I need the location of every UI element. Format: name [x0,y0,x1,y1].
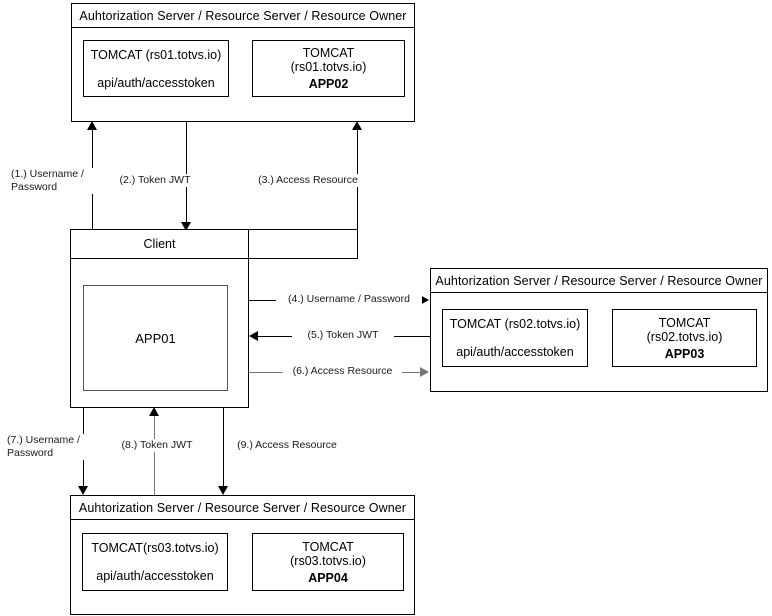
client-app-label: APP01 [135,330,176,346]
node-tomcat-rs02-auth: TOMCAT (rs02.totvs.io) api/auth/accessto… [442,309,588,367]
client-app01-box: APP01 [83,285,228,391]
panel-right-title: Auhtorization Server / Resource Server /… [431,269,767,293]
flow-8-arrowhead [149,407,159,416]
client-header: Client [70,229,249,259]
node-line2: APP03 [664,346,705,361]
node-line1: TOMCAT [302,46,355,60]
node-line1b: (rs03.totvs.io) [290,553,366,568]
flow-6-label: (6.) Access Resource [283,365,402,378]
node-line1b: (rs01.totvs.io) [290,60,367,74]
node-line1: TOMCAT (rs01.totvs.io) [90,47,222,62]
flow-9-arrowhead [218,486,228,495]
node-tomcat-rs02-app03: TOMCAT (rs02.totvs.io) APP03 [612,309,757,367]
node-line1: TOMCAT (rs02.totvs.io) [449,317,581,331]
flow-9-label: (9.) Access Resource [228,439,346,452]
node-line2: APP02 [308,77,349,91]
node-tomcat-rs01-app02: TOMCAT (rs01.totvs.io) APP02 [252,40,405,97]
flow-6-arrowhead [420,367,429,377]
node-line1: TOMCAT [302,539,354,554]
node-tomcat-rs03-app04: TOMCAT (rs03.totvs.io) APP04 [252,533,404,591]
node-tomcat-rs01-auth: TOMCAT (rs01.totvs.io) api/auth/accessto… [83,40,229,97]
node-tomcat-rs03-auth: TOMCAT(rs03.totvs.io) api/auth/accesstok… [82,533,228,591]
client-header-extension [248,229,358,259]
flow-1-arrowhead [87,121,97,130]
flow-2-arrowhead [181,222,191,231]
panel-right-authorization-server: Auhtorization Server / Resource Server /… [430,268,768,392]
flow-4-label: (4.) Username / Password [276,293,422,306]
node-line1b: (rs02.totvs.io) [646,329,723,344]
panel-bottom-authorization-server: Auhtorization Server / Resource Server /… [70,495,415,615]
node-line2: APP04 [308,570,348,585]
flow-1-label: (1.) Username / Password [8,168,94,194]
flow-8-label: (8.) Token JWT [106,439,208,452]
flow-5-label: (5.) Token JWT [292,329,394,342]
flow-4-arrowhead [420,295,429,305]
flow-3-label: (3.) Access Resource [249,174,367,187]
flow-7-arrowhead [78,486,88,495]
flow-3-arrowhead [352,121,362,130]
node-line1: TOMCAT [658,315,711,330]
node-line1: TOMCAT(rs03.totvs.io) [91,541,219,555]
flow-8-line [154,414,155,496]
flow-9-line [223,408,224,489]
flow-2-label: (2.) Token JWT [106,174,204,187]
panel-top-authorization-server: Auhtorization Server / Resource Server /… [71,3,415,122]
panel-top-title: Auhtorization Server / Resource Server /… [72,4,414,28]
node-line2: api/auth/accesstoken [97,75,215,90]
client-title: Client [143,237,176,251]
node-line2: api/auth/accesstoken [96,569,214,583]
node-line2: api/auth/accesstoken [456,345,574,359]
flow-2-line [186,122,187,225]
flow-5-arrowhead [249,331,258,341]
flow-7-label: (7.) Username / Password [4,434,86,460]
flow-3-line [357,128,358,259]
panel-bottom-title: Auhtorization Server / Resource Server /… [71,496,414,520]
